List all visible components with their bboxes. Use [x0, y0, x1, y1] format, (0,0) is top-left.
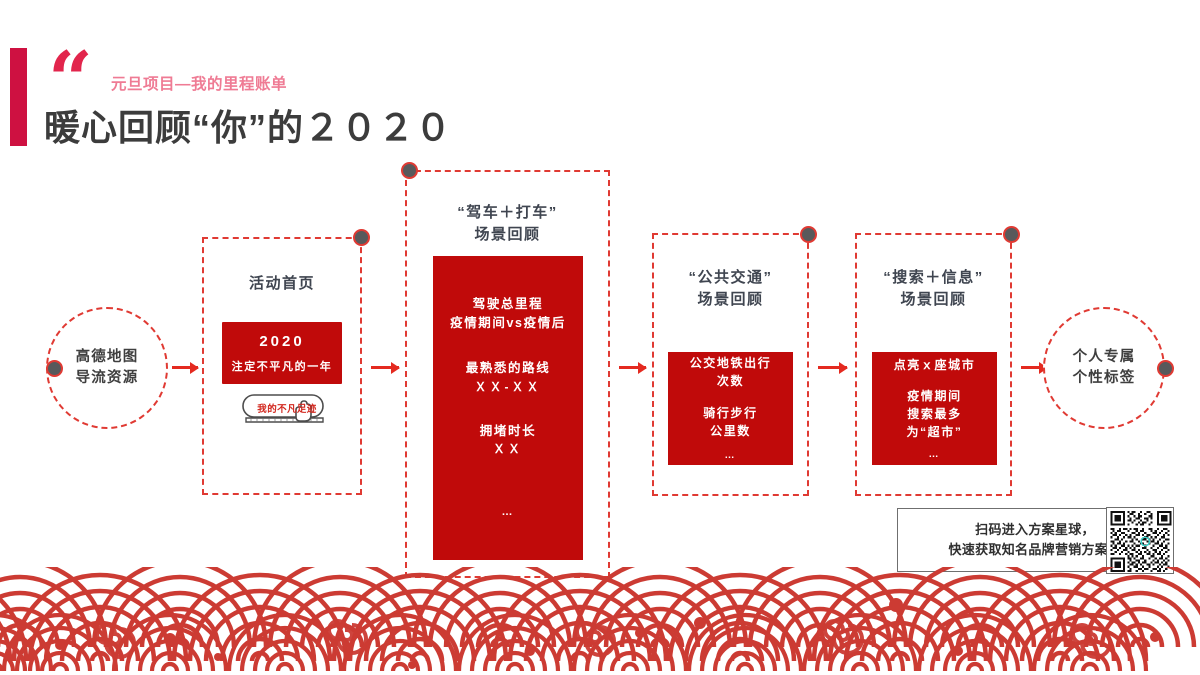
step-title-line2: 场景回顾	[900, 290, 967, 308]
panel-line-ellipsis: …	[928, 448, 941, 460]
page-title: 暖心回顾“你”的２０２０	[44, 107, 453, 148]
step-panel-homepage: 2020 注定不平凡的一年	[222, 322, 342, 384]
flow-end-node: 个人专属 个性标签	[1043, 307, 1165, 429]
panel-line-transit-count: 次数	[716, 374, 745, 388]
flow-start-line1: 高德地图	[75, 349, 139, 366]
qr-code-image	[1110, 511, 1172, 573]
hand-cursor-icon	[295, 400, 312, 422]
panel-line-route-value: ＸＸ-ＸＸ	[474, 379, 542, 394]
panel-line-bike-walk: 骑行步行	[703, 406, 758, 420]
panel-line-ellipsis: …	[501, 506, 515, 519]
header-accent-bar	[10, 48, 27, 146]
panel-line-ellipsis: …	[724, 450, 737, 461]
cta-button-label: 我的不凡足迹	[257, 404, 317, 415]
panel-line-familiar-route: 最熟悉的路线	[465, 360, 551, 375]
flow-start-node: 高德地图 导流资源	[46, 307, 168, 429]
qr-code[interactable]	[1105, 507, 1174, 575]
flow-end-dot	[1157, 360, 1174, 377]
qr-promo-box[interactable]: 扫码进入方案星球， 快速获取知名品牌营销方案。	[897, 507, 1174, 575]
flow-start-label: 高德地图 导流资源	[76, 347, 139, 388]
panel-line-total-mileage: 驾驶总里程	[472, 297, 544, 312]
header-subtitle: 元旦项目—我的里程账单	[111, 76, 288, 93]
arrow-start-to-step1	[172, 366, 198, 369]
quote-mark-icon: “	[48, 35, 93, 126]
cta-button-my-footprints[interactable]: 我的不凡足迹	[241, 393, 335, 427]
wave-pattern-decoration	[0, 567, 1200, 675]
flow-end-line1: 个人专属	[1072, 349, 1136, 366]
panel-line-most-searched: 搜索最多	[907, 406, 962, 421]
panel-line-supermarket: 为“超市”	[906, 424, 963, 439]
flow-end-line2: 个性标签	[1072, 370, 1136, 386]
step-title-search-info: “搜索＋信息” 场景回顾	[857, 267, 1010, 311]
step-title-line: 活动首页	[248, 275, 315, 292]
panel-line-transit-trips: 公交地铁出行	[689, 356, 772, 370]
step-title-line2: 场景回顾	[474, 225, 541, 243]
flow-start-dot	[46, 360, 63, 377]
arrow-step1-to-step2	[371, 366, 399, 369]
step-title-line1: “搜索＋信息”	[883, 269, 984, 286]
step-title-driving: “驾车＋打车” 场景回顾	[407, 202, 608, 246]
step-title-homepage: 活动首页	[204, 273, 360, 295]
step-dot-driving	[401, 162, 418, 179]
qr-promo-line2: 快速获取知名品牌营销方案。	[948, 542, 1122, 557]
step-title-public-transit: “公共交通” 场景回顾	[654, 267, 807, 311]
step-panel-public-transit: 公交地铁出行 次数 骑行步行 公里数 …	[668, 352, 793, 465]
flow-start-line2: 导流资源	[75, 370, 139, 386]
step-dot-public-transit	[800, 226, 817, 243]
panel-line-bike-walk-km: 公里数	[710, 424, 751, 438]
step-title-line1: “驾车＋打车”	[457, 204, 558, 221]
panel-line-covid-period: 疫情期间	[907, 388, 962, 403]
arrow-step2-to-step3	[619, 366, 646, 369]
step-panel-driving: 驾驶总里程 疫情期间vs疫情后 最熟悉的路线 ＸＸ-ＸＸ 拥堵时长 ＸＸ …	[433, 256, 583, 560]
step-title-line1: “公共交通”	[688, 269, 773, 286]
step-dot-homepage	[353, 229, 370, 246]
qr-promo-line1: 扫码进入方案星球，	[975, 521, 1095, 537]
arrow-step4-to-end	[1021, 366, 1047, 369]
flow-end-label: 个人专属 个性标签	[1073, 347, 1136, 388]
panel-line-congestion-value: ＸＸ	[492, 442, 523, 457]
panel-line-congestion: 拥堵时长	[479, 423, 537, 438]
qr-promo-text: 扫码进入方案星球， 快速获取知名品牌营销方案。	[898, 520, 1172, 560]
panel-line-covid-compare: 疫情期间vs疫情后	[450, 316, 566, 330]
panel-line-year: 2020	[259, 332, 305, 350]
cta-button-shape	[242, 394, 324, 423]
step-dot-search-info	[1003, 226, 1020, 243]
arrow-step3-to-step4	[818, 366, 847, 369]
step-title-line2: 场景回顾	[697, 290, 764, 308]
panel-line-cities: 点亮ｘ座城市	[893, 357, 976, 372]
step-panel-search-info: 点亮ｘ座城市 疫情期间 搜索最多 为“超市” …	[872, 352, 997, 465]
panel-line-tagline: 注定不平凡的一年	[231, 361, 333, 373]
